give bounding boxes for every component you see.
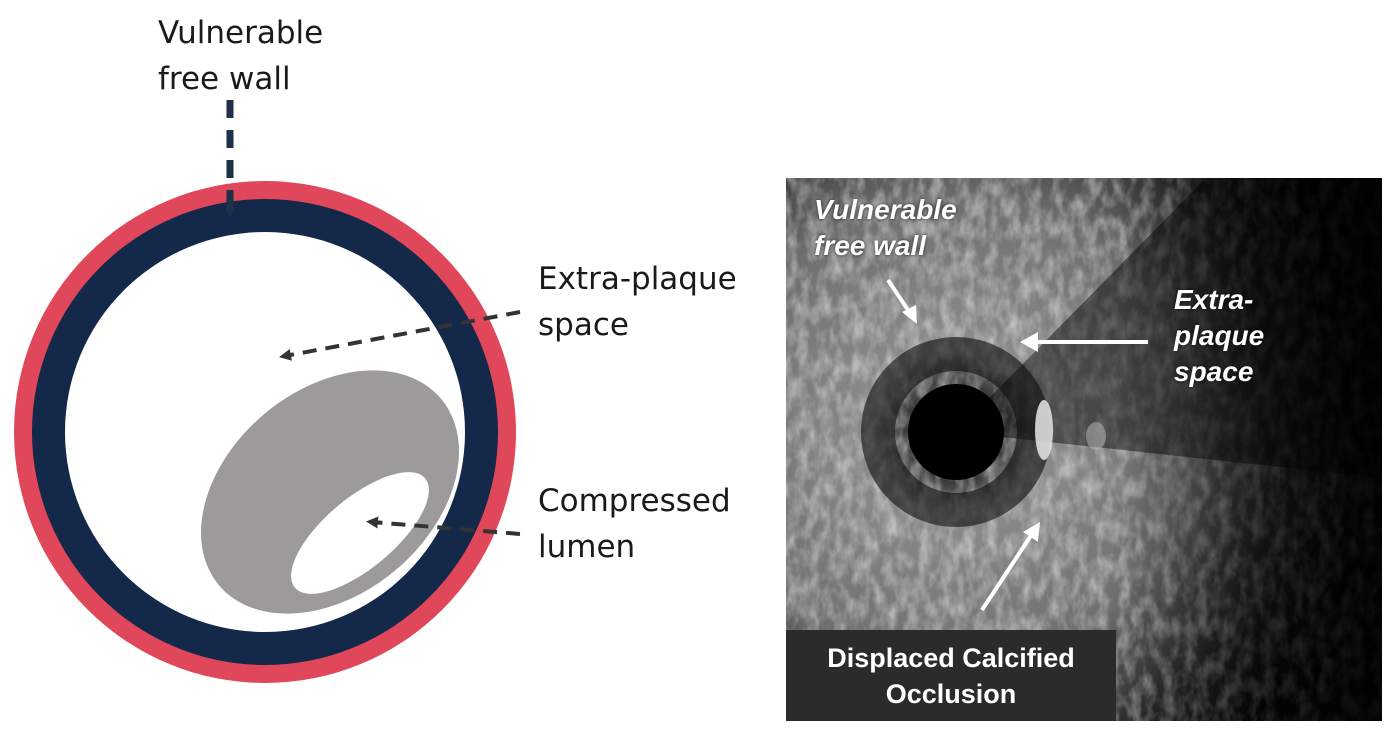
ivus-caption: Displaced Calcified Occlusion <box>786 630 1116 721</box>
calcium-signal <box>1035 400 1053 460</box>
label-compressed-lumen: Compressed lumen <box>538 483 731 565</box>
ivus-catheter <box>908 384 1004 480</box>
ivus-label-vulnerable-free-wall: Vulnerable free wall <box>814 194 957 261</box>
compressed-lumen-arrow <box>366 516 521 536</box>
compressed-lumen <box>291 472 429 594</box>
extra-plaque-arrow <box>279 310 521 361</box>
label-extra-plaque-space: Extra-plaque space <box>538 261 737 343</box>
ivus-image: Vulnerable free wall Extra- plaque space… <box>786 178 1382 721</box>
label-vulnerable-free-wall: Vulnerable free wall <box>158 15 324 97</box>
displaced-plaque <box>201 370 459 614</box>
ivus-label-extra-plaque-space: Extra- plaque space <box>1174 284 1265 387</box>
vessel-schematic <box>14 100 521 683</box>
ivus-calcified-arrow <box>980 532 1034 612</box>
